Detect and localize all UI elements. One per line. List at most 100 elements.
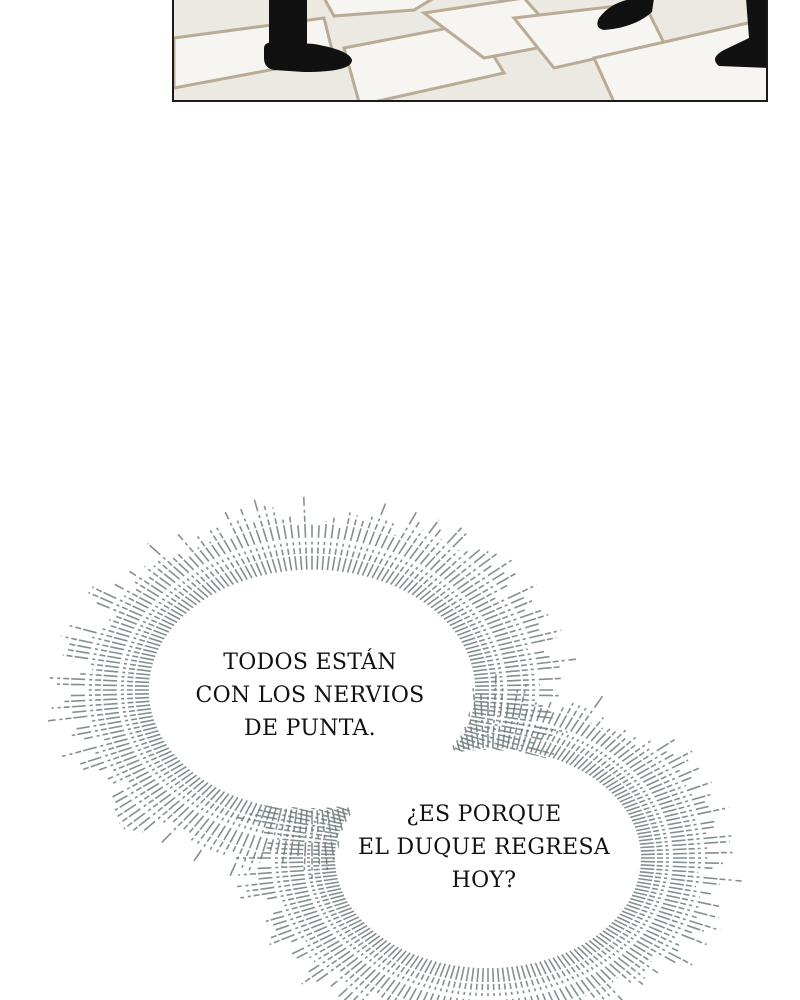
burst-line — [222, 801, 253, 856]
burst-line — [577, 946, 614, 983]
burst-line — [588, 735, 638, 776]
burst-line — [275, 904, 350, 931]
burst-line — [371, 534, 396, 579]
burst-line — [51, 700, 150, 709]
burst-line — [331, 527, 341, 571]
burst-line — [468, 967, 475, 1000]
burst-line — [472, 685, 480, 749]
burst-line — [83, 722, 156, 740]
burst-line — [47, 708, 151, 722]
burst-line — [114, 615, 167, 637]
burst-line — [409, 960, 433, 1000]
burst-line — [621, 910, 707, 946]
burst-line — [561, 954, 598, 1000]
burst-line — [87, 662, 151, 672]
burst-line — [313, 927, 371, 963]
burst-line — [64, 696, 150, 703]
burst-line — [534, 712, 555, 754]
burst-line — [265, 897, 346, 923]
burst-line — [640, 851, 733, 856]
burst-line — [273, 894, 345, 915]
burst-line — [91, 711, 152, 722]
burst-line — [143, 565, 198, 606]
burst-line — [468, 636, 557, 658]
burst-line — [630, 793, 711, 819]
burst-line — [258, 871, 337, 880]
burst-line — [457, 609, 526, 637]
burst-line — [638, 877, 697, 888]
burst-line — [608, 753, 674, 792]
burst-line — [496, 686, 504, 749]
thought-bubble-fill — [338, 750, 638, 966]
burst-line — [467, 726, 535, 745]
burst-line — [236, 520, 263, 576]
burst-line — [389, 519, 440, 586]
burst-line — [282, 519, 293, 571]
burst-line — [54, 683, 149, 688]
burst-line — [605, 927, 654, 957]
burst-line — [639, 834, 734, 845]
burst-line — [141, 779, 205, 833]
burst-line — [186, 791, 226, 836]
burst-line — [621, 776, 692, 806]
burst-line — [237, 874, 337, 888]
burst-line — [162, 782, 209, 824]
burst-line — [468, 722, 543, 741]
burst-line — [246, 877, 338, 892]
burst-line — [411, 549, 460, 596]
burst-line — [272, 507, 288, 572]
burst-line — [467, 629, 562, 654]
burst-line — [77, 737, 163, 766]
burst-line — [569, 950, 613, 1000]
burst-line — [128, 570, 191, 612]
burst-line — [602, 738, 676, 786]
burst-line — [288, 515, 298, 571]
burst-line — [172, 557, 213, 596]
burst-line — [336, 508, 352, 572]
burst-line — [64, 648, 153, 665]
burst-line — [446, 596, 498, 624]
burst-line — [291, 919, 362, 955]
burst-line — [473, 658, 577, 672]
burst-line — [419, 549, 481, 601]
burst-line — [316, 525, 320, 570]
bubble-2-line: ¿ES PORQUE — [406, 802, 562, 827]
burst-line — [449, 583, 538, 627]
burst-line — [96, 601, 170, 633]
burst-line — [403, 527, 463, 591]
burst-line — [529, 701, 552, 753]
burst-line — [624, 907, 693, 934]
burst-line — [305, 916, 360, 943]
burst-line — [637, 820, 717, 835]
burst-line — [109, 747, 170, 773]
burst-line — [459, 608, 544, 640]
burst-line — [573, 728, 611, 768]
burst-line — [565, 716, 605, 764]
burst-line — [194, 794, 235, 847]
burst-line — [640, 867, 699, 874]
burst-line — [258, 809, 342, 829]
burst-line — [261, 852, 336, 856]
burst-line — [640, 860, 723, 865]
burst-line — [71, 719, 155, 737]
burst-line — [188, 793, 230, 844]
burst-line — [511, 684, 527, 750]
burst-line — [639, 832, 707, 842]
burst-line — [465, 729, 555, 756]
burst-line — [114, 583, 181, 620]
burst-line — [346, 518, 365, 573]
burst-line — [552, 704, 589, 759]
burst-line — [543, 960, 567, 1000]
burst-line — [423, 550, 489, 603]
burst-line — [263, 804, 343, 825]
burst-line — [161, 786, 217, 844]
burst-line — [515, 966, 527, 1000]
burst-line — [565, 952, 606, 1000]
burst-line — [556, 694, 605, 761]
thought-bubble-1-text: TODOS ESTÁN CON LOS NERVIOS DE PUNTA. — [160, 646, 460, 745]
burst-line — [115, 768, 191, 818]
burst-line — [69, 692, 149, 697]
burst-line — [265, 826, 338, 839]
burst-line — [341, 515, 358, 572]
burst-line — [61, 729, 159, 758]
